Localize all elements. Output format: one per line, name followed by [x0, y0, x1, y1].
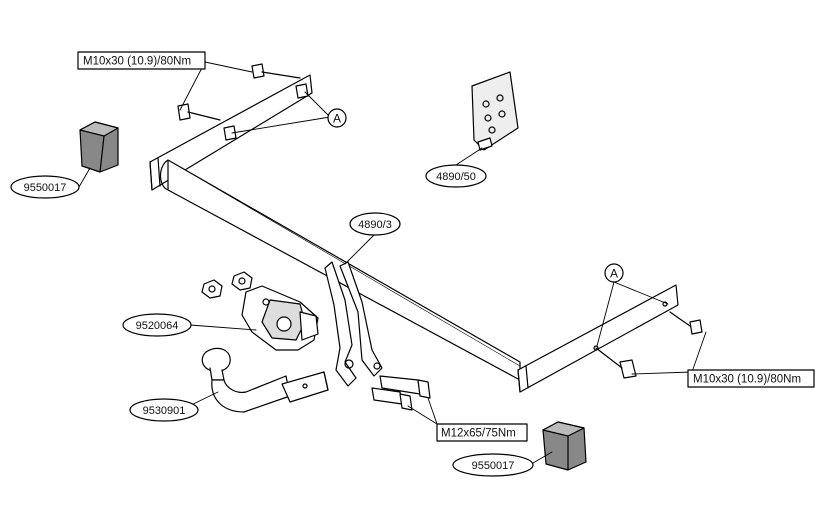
part-label-ball: 9530901 — [143, 405, 186, 417]
mounting-block-left — [79, 121, 119, 173]
part-label-block-left-frame — [10, 175, 80, 199]
socket-plate — [241, 285, 319, 351]
tow-ball-neck — [201, 347, 329, 413]
part-label-ball-frame — [129, 398, 199, 422]
part-label-block-right-frame — [452, 453, 534, 477]
part-label-block-left: 9550017 — [24, 182, 67, 194]
bolts-center — [371, 375, 431, 411]
part-label-socket-plate-frame — [122, 313, 192, 337]
nuts-socket-plate — [201, 271, 253, 299]
part-label-block-right: 9550017 — [472, 460, 515, 472]
bolt-label-bottom-box — [436, 423, 528, 442]
bolt-label-bottom: M12x65/75Nm — [441, 428, 516, 440]
part-label-bar: 4890/3 — [358, 219, 392, 231]
right-mounting-bracket — [517, 284, 679, 393]
bolt-label-right: M10x30 (10.9)/80Nm — [693, 374, 801, 386]
mounting-block-right — [542, 421, 587, 471]
bolt-label-top-left: M10x30 (10.9)/80Nm — [83, 56, 191, 68]
part-label-plate-frame — [425, 164, 487, 188]
mark-a-left-circle — [327, 108, 347, 128]
part-label-socket-plate: 9520064 — [136, 320, 179, 332]
bolt-label-right-box — [687, 369, 815, 388]
mark-a-right: A — [610, 267, 618, 281]
leader-lines — [78, 61, 707, 464]
mark-a-right-circle — [604, 263, 624, 283]
part-label-plate: 4890/50 — [436, 171, 476, 183]
center-hanger-bracket — [324, 261, 383, 387]
part-label-bar-frame — [349, 212, 401, 236]
mark-a-left: A — [333, 112, 341, 126]
bolts-right — [593, 301, 703, 379]
small-bracket-plate — [471, 71, 519, 151]
bolt-label-top-left-box — [77, 51, 206, 70]
